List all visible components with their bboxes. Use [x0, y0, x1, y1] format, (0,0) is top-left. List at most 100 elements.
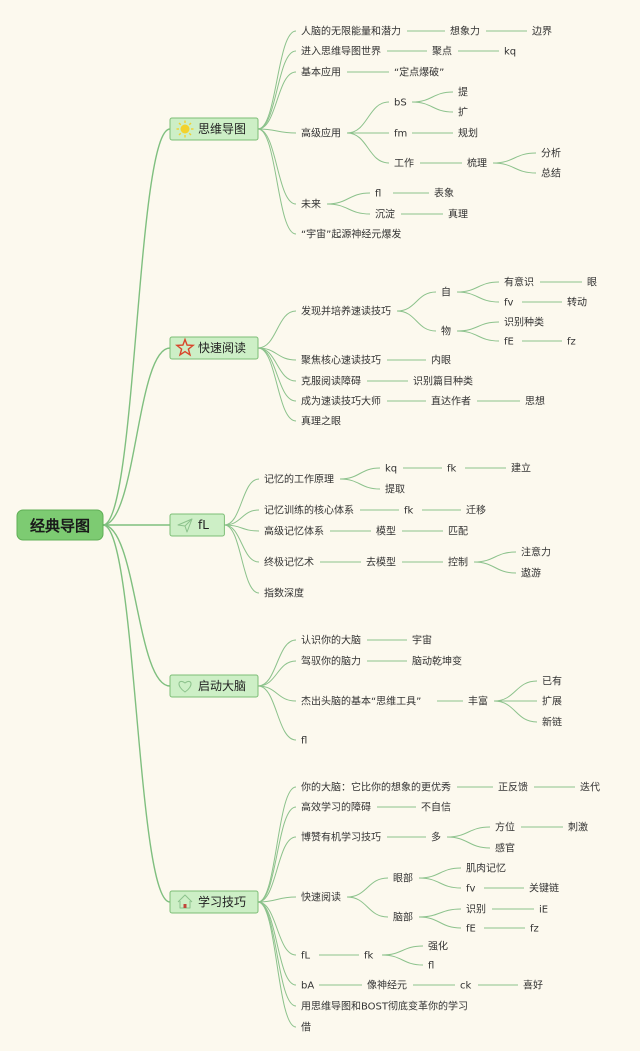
node-4-0-0-0[interactable]: 迭代: [580, 782, 600, 794]
branch-node-0[interactable]: 思维导图: [169, 117, 259, 141]
node-0-0[interactable]: 人脑的无限能量和潜力: [301, 25, 401, 38]
node-1-1[interactable]: 聚焦核心速读技巧: [301, 354, 381, 367]
node-4-5-ba[interactable]: bA: [301, 981, 314, 992]
node-4-3-1-1-0-fz[interactable]: fz: [530, 924, 539, 935]
node-0-4-1[interactable]: 沉淀: [375, 208, 395, 221]
node-4-4-0-0[interactable]: 强化: [428, 940, 448, 953]
node-1-3[interactable]: 成为速读技巧大师: [301, 395, 381, 408]
node-2-2-0[interactable]: 模型: [376, 525, 396, 538]
node-2-2[interactable]: 高级记忆体系: [264, 525, 324, 538]
node-3-0[interactable]: 认识你的大脑: [301, 634, 361, 647]
node-3-2-0[interactable]: 丰富: [468, 695, 488, 708]
node-0-3-2-0-0[interactable]: 分析: [541, 147, 561, 160]
node-0-3-1-0[interactable]: 规划: [458, 127, 478, 140]
node-4-0-0[interactable]: 正反馈: [498, 781, 528, 794]
node-0-3-2[interactable]: 工作: [394, 158, 414, 170]
node-4-3-0[interactable]: 眼部: [393, 872, 413, 885]
node-0-3-0-1[interactable]: 扩: [458, 106, 468, 119]
node-0-4-0-0[interactable]: 表象: [434, 187, 454, 200]
node-1-0[interactable]: 发现并培养速读技巧: [301, 305, 391, 318]
node-1-3-0-0[interactable]: 思想: [525, 395, 545, 408]
node-4-4-0-1-fl[interactable]: fl: [428, 961, 434, 972]
node-2-3-0-0-1[interactable]: 遨游: [521, 567, 541, 580]
node-0-4[interactable]: 未来: [301, 199, 321, 211]
node-4-4-0-fk[interactable]: fk: [364, 951, 374, 962]
node-1-0-1[interactable]: 物: [441, 325, 451, 338]
node-0-3-0-0[interactable]: 提: [458, 87, 468, 99]
node-0-5[interactable]: “宇宙”起源神经元爆发: [301, 228, 401, 241]
node-1-0-1-1-fe[interactable]: fE: [504, 337, 514, 348]
node-4-3-0-1-fv[interactable]: fv: [466, 884, 476, 895]
node-1-2-0[interactable]: 识别篇目种类: [413, 375, 473, 388]
node-2-0-1[interactable]: 提取: [385, 484, 405, 496]
node-4-0[interactable]: 你的大脑：它比你的想象的更优秀: [301, 781, 451, 794]
node-2-3-0[interactable]: 去模型: [366, 556, 396, 569]
node-2-0-0-kq[interactable]: kq: [385, 464, 397, 475]
node-1-0-0-1-fv[interactable]: fv: [504, 298, 514, 309]
node-4-2-0[interactable]: 多: [431, 831, 441, 844]
node-1-0-0-1-0[interactable]: 转动: [567, 296, 587, 309]
node-3-2-0-2[interactable]: 新链: [542, 716, 562, 729]
node-2-1-0-0[interactable]: 迁移: [466, 504, 486, 517]
node-4-3[interactable]: 快速阅读: [301, 891, 341, 904]
node-2-1-0-fk[interactable]: fk: [404, 506, 414, 517]
node-0-3-0-bs[interactable]: bS: [394, 98, 407, 109]
node-2-0-0-0-0[interactable]: 建立: [511, 462, 531, 475]
node-1-2[interactable]: 克服阅读障碍: [301, 375, 361, 388]
branch-node-2-fl[interactable]: fL: [169, 513, 225, 537]
node-4-2[interactable]: 博赞有机学习技巧: [301, 831, 381, 844]
node-4-5-0-0-0[interactable]: 喜好: [523, 979, 543, 992]
node-4-5-0-0-ck[interactable]: ck: [460, 981, 471, 992]
node-2-3-0-0[interactable]: 控制: [448, 556, 468, 569]
node-4-6-bost[interactable]: 用思维导图和BOST彻底变革你的学习: [301, 1000, 468, 1013]
node-2-0[interactable]: 记忆的工作原理: [264, 473, 334, 486]
node-4-1-0[interactable]: 不自信: [421, 801, 451, 814]
node-0-1-0[interactable]: 聚点: [432, 46, 452, 58]
node-3-1-0[interactable]: 脑动乾坤变: [412, 655, 462, 668]
root-node[interactable]: 经典导图: [16, 509, 104, 541]
node-4-2-0-0[interactable]: 方位: [495, 821, 515, 834]
node-4-7[interactable]: 借: [301, 1022, 311, 1034]
node-4-5-0[interactable]: 像神经元: [367, 979, 407, 992]
node-0-3-2-0-1[interactable]: 总结: [541, 167, 561, 180]
node-0-1[interactable]: 进入思维导图世界: [301, 45, 381, 58]
node-2-2-0-0[interactable]: 匹配: [448, 526, 468, 538]
node-2-4[interactable]: 指数深度: [264, 587, 304, 600]
branch-node-4[interactable]: 学习技巧: [169, 890, 259, 914]
node-4-3-1-0[interactable]: 识别: [466, 904, 486, 916]
node-0-4-0-fl[interactable]: fl: [375, 189, 381, 200]
node-1-4[interactable]: 真理之眼: [301, 415, 341, 428]
node-1-0-0-0-0[interactable]: 眼: [587, 277, 597, 289]
node-3-0-0[interactable]: 宇宙: [412, 634, 432, 647]
node-0-2-0[interactable]: “定点爆破”: [394, 66, 444, 79]
node-2-3-0-0-0[interactable]: 注意力: [521, 546, 551, 559]
node-1-3-0[interactable]: 直达作者: [431, 395, 471, 408]
node-1-0-0[interactable]: 自: [441, 286, 451, 299]
node-4-3-0-0[interactable]: 肌肉记忆: [466, 862, 506, 875]
node-3-2-0-0[interactable]: 已有: [542, 675, 562, 688]
branch-node-1[interactable]: 快速阅读: [169, 336, 259, 360]
node-1-1-0[interactable]: 内眼: [431, 354, 451, 367]
node-4-3-1[interactable]: 脑部: [393, 911, 413, 924]
node-0-3-2-0[interactable]: 梳理: [467, 157, 487, 170]
node-4-3-1-1-fe[interactable]: fE: [466, 924, 476, 935]
node-1-0-0-0[interactable]: 有意识: [504, 276, 534, 289]
node-4-4-fl[interactable]: fL: [301, 951, 311, 962]
node-4-2-0-0-0[interactable]: 刺激: [568, 821, 588, 834]
node-4-1[interactable]: 高效学习的障碍: [301, 801, 371, 814]
node-4-3-1-0-0-ie[interactable]: iE: [539, 905, 548, 916]
node-3-2-0-1[interactable]: 扩展: [542, 695, 562, 708]
node-3-3-fl[interactable]: fl: [301, 736, 307, 747]
node-0-3-1-fm[interactable]: fm: [394, 129, 407, 140]
node-1-0-1-0[interactable]: 识别种类: [504, 316, 544, 329]
node-2-0-0-0-fk[interactable]: fk: [447, 464, 457, 475]
node-1-0-1-1-0-fz[interactable]: fz: [567, 337, 576, 348]
node-4-2-0-1[interactable]: 感官: [495, 842, 515, 855]
node-0-0-0[interactable]: 想象力: [450, 25, 480, 38]
node-0-2[interactable]: 基本应用: [301, 66, 341, 79]
node-0-4-1-0[interactable]: 真理: [448, 208, 468, 221]
node-0-0-0-0[interactable]: 边界: [532, 26, 552, 38]
node-0-3[interactable]: 高级应用: [301, 127, 341, 140]
node-2-1[interactable]: 记忆训练的核心体系: [264, 504, 354, 517]
branch-node-3[interactable]: 启动大脑: [169, 674, 259, 698]
